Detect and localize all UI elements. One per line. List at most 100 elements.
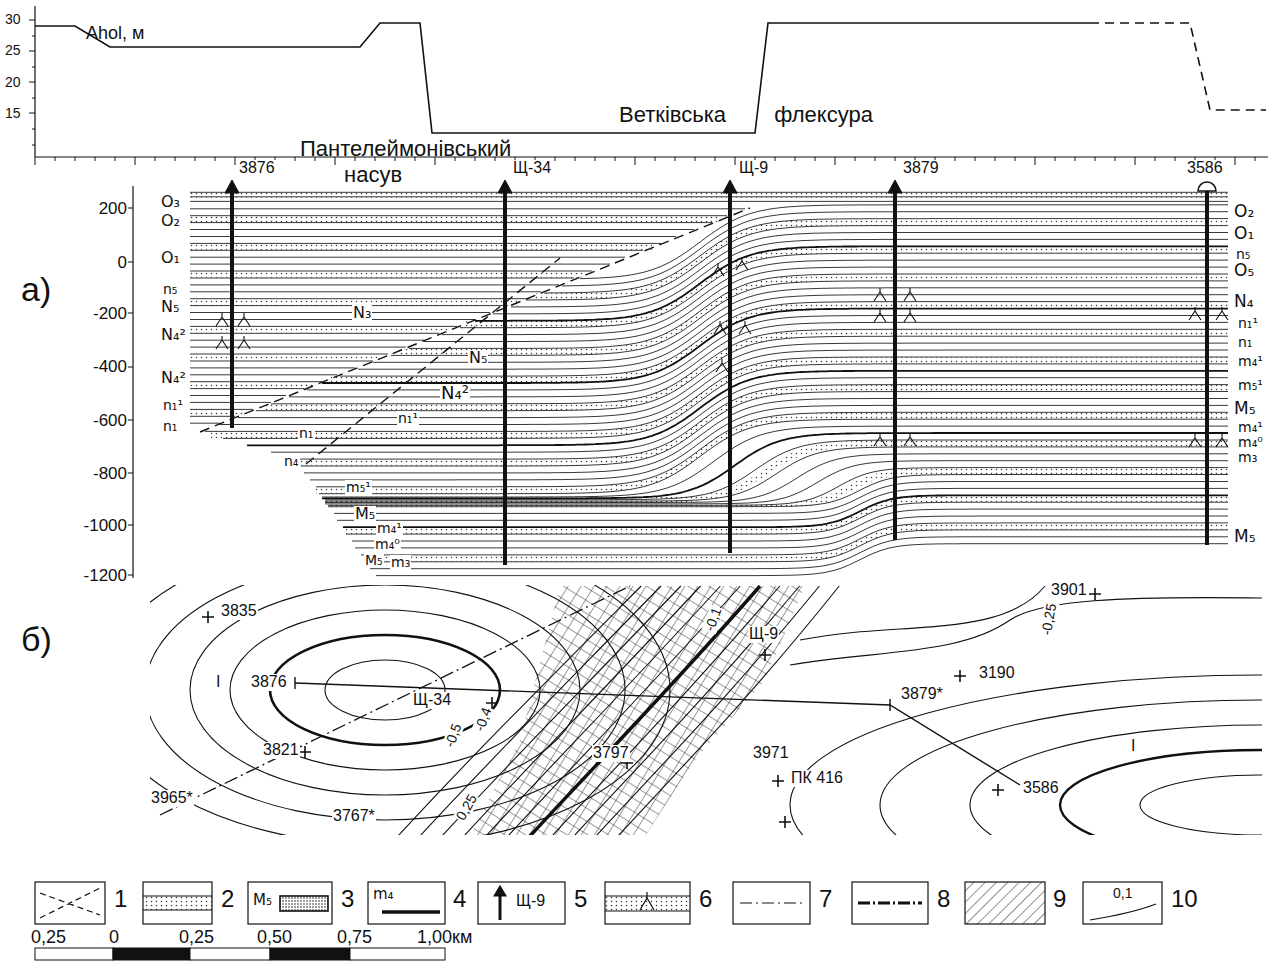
well-number: 3965* xyxy=(150,790,194,807)
stratum-index: n₁ xyxy=(1237,335,1254,350)
stratum-index: m₃ xyxy=(1237,450,1258,465)
legend-box xyxy=(733,882,810,924)
stratum-line xyxy=(190,196,1228,197)
legend-samples xyxy=(35,882,1162,924)
stratum-index: O₅ xyxy=(1233,262,1255,280)
stratum-line xyxy=(190,416,235,417)
stratum-line xyxy=(325,440,1228,500)
legend-sample-text: 0,1 xyxy=(1112,886,1133,901)
stratum-line xyxy=(190,291,541,292)
stratum-index: M₅ xyxy=(1233,400,1256,418)
stratum-line xyxy=(190,347,406,348)
stratum-index: m₃ xyxy=(390,555,411,570)
stratum-line xyxy=(304,399,1228,473)
stratum-line xyxy=(190,222,712,223)
stratum-line xyxy=(190,278,574,279)
gas-marker xyxy=(874,309,886,322)
axis-ticks xyxy=(29,20,35,145)
stratum-line xyxy=(442,260,1228,335)
gas-marker xyxy=(1216,307,1228,320)
contour-line xyxy=(150,585,670,835)
well-line xyxy=(230,190,234,428)
stratum-line xyxy=(271,378,1228,453)
well-number: 3876 xyxy=(250,674,288,691)
sandstone-band xyxy=(364,526,1228,558)
legend-sample xyxy=(858,902,922,905)
stratum-line xyxy=(190,264,610,265)
stratum-line xyxy=(190,201,1228,202)
gas-marker xyxy=(904,309,916,322)
stratum-index: O₁ xyxy=(160,250,181,267)
depth-number: -1200 xyxy=(83,567,128,585)
contour-line xyxy=(800,586,1045,640)
thrust-line xyxy=(200,208,750,432)
well-number: ПК 416 xyxy=(790,770,844,787)
stratum-index: O₂ xyxy=(160,213,181,230)
contour-line xyxy=(530,586,760,835)
stratum-line xyxy=(355,516,1228,548)
well-mark xyxy=(992,784,1004,796)
sandstone-band xyxy=(298,388,1228,463)
scale-segment xyxy=(270,948,350,960)
panel-letter: а) xyxy=(20,272,52,308)
contour-line xyxy=(596,586,819,835)
stratum-index: N₃ xyxy=(352,305,372,322)
stratum-line xyxy=(358,295,1228,370)
well-mark xyxy=(299,746,311,758)
sandstone-band xyxy=(190,272,583,278)
scale-segment xyxy=(190,948,270,960)
profile-line xyxy=(1090,23,1266,110)
contour-lines xyxy=(150,585,1262,835)
stratum-line xyxy=(190,243,661,244)
gas-marker xyxy=(739,321,751,334)
axis-number: 25 xyxy=(4,43,22,58)
gas-marker xyxy=(238,336,250,349)
stratum-index: N₄² xyxy=(160,370,187,387)
depth-number: 0 xyxy=(117,254,128,272)
stratum-line xyxy=(190,271,592,272)
section-line xyxy=(295,683,1020,785)
well-line xyxy=(1205,190,1209,545)
well-head xyxy=(225,180,239,193)
stratum-index: N₅ xyxy=(468,350,488,367)
legend-sample xyxy=(143,896,212,910)
contour-value: -0,4 xyxy=(472,705,495,735)
legend-box xyxy=(248,882,332,924)
contour-value: -0,5 xyxy=(442,721,465,751)
stratum-line xyxy=(190,298,526,299)
gas-marker xyxy=(1216,434,1228,447)
legend-sample xyxy=(605,892,690,911)
well-number: 3876 xyxy=(238,160,276,177)
contour-line xyxy=(150,585,625,820)
sandstone-band xyxy=(331,305,1228,380)
thrust-line xyxy=(306,258,560,464)
legend-number: 7 xyxy=(818,886,833,911)
legend-number: 9 xyxy=(1052,886,1067,911)
stratum-index: O₂ xyxy=(1233,203,1255,221)
stratum-line xyxy=(190,374,337,375)
stratum-line xyxy=(190,354,388,355)
axis-ticks xyxy=(128,208,133,575)
contour-value: -0,25 xyxy=(1039,601,1059,637)
stratum-line xyxy=(271,329,1228,404)
stratum-index: m₄¹ xyxy=(1237,420,1264,435)
stratum-line xyxy=(544,219,1228,293)
scale-number: 1,00км xyxy=(416,928,473,947)
stratum-line xyxy=(190,388,304,389)
axis-title: Ahol, м xyxy=(85,24,145,43)
depth-number: -600 xyxy=(92,412,128,430)
contour-line xyxy=(574,586,800,835)
stratum-line xyxy=(460,253,1228,328)
contour-line xyxy=(325,660,445,720)
legend-sample xyxy=(1090,904,1156,920)
thrust-lines xyxy=(200,208,750,464)
stratum-line xyxy=(322,426,1228,497)
sandstone-band xyxy=(190,410,244,416)
axis-number: 20 xyxy=(4,75,22,90)
gas-marker xyxy=(714,321,726,334)
section-mark: I xyxy=(215,674,221,691)
scale-number: 0,50 xyxy=(256,928,293,947)
well-number: 3835 xyxy=(220,603,258,620)
stratum-line xyxy=(289,322,1228,397)
structure-map xyxy=(150,585,1262,835)
